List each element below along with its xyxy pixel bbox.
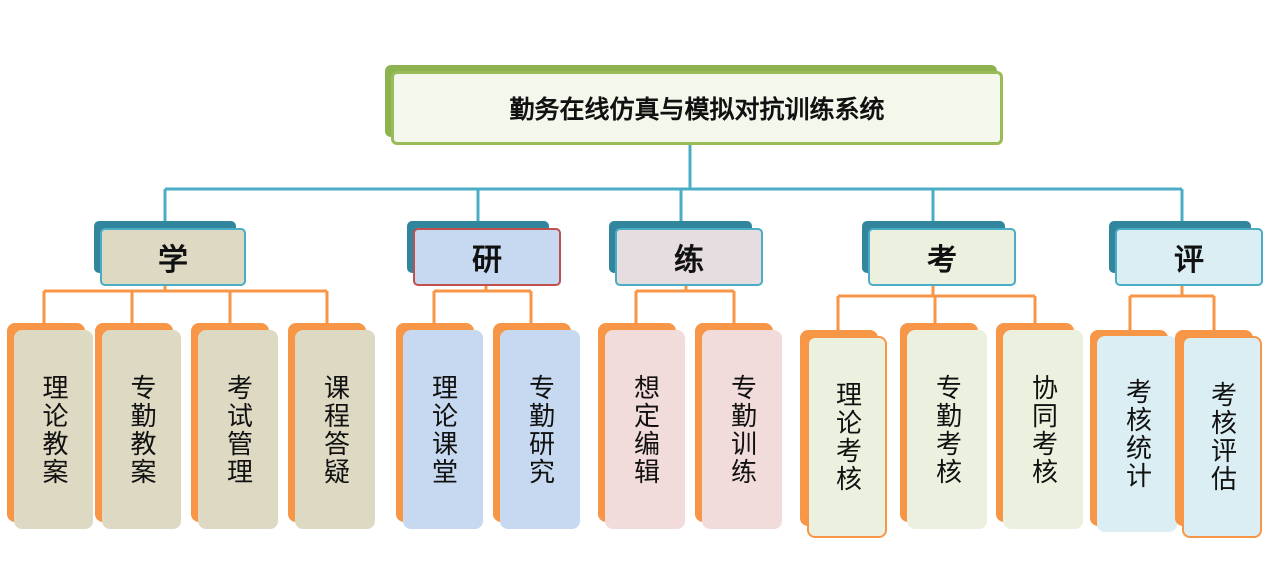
leaf-xue-3: 考试管理 (198, 330, 278, 529)
leaf-lian-2: 专勤训练 (702, 330, 782, 529)
leaf-kao-3-label: 协同考核 (1027, 373, 1058, 486)
leaf-ping-1-label: 考核统计 (1121, 378, 1152, 490)
leaf-kao-1: 理论考核 (807, 336, 887, 538)
category-lian: 练 (615, 228, 763, 286)
leaf-yan-2: 专勤研究 (500, 330, 580, 529)
leaf-xue-2-label: 专勤教案 (126, 373, 156, 486)
leaf-xue-2: 专勤教案 (102, 330, 181, 529)
leaf-xue-4-label: 课程答疑 (319, 373, 350, 486)
root-node: 勤务在线仿真与模拟对抗训练系统 (391, 71, 1003, 145)
leaf-yan-2-label: 专勤研究 (524, 373, 555, 486)
leaf-ping-2: 考核评估 (1182, 336, 1262, 538)
leaf-ping-2-label: 考核评估 (1206, 381, 1237, 493)
leaf-ping-1: 考核统计 (1097, 336, 1177, 532)
category-lian-label: 练 (674, 243, 704, 278)
leaf-lian-1: 想定编辑 (605, 330, 685, 529)
category-yan-label: 研 (472, 243, 502, 278)
leaf-yan-1: 理论课堂 (403, 330, 483, 529)
root-title: 勤务在线仿真与模拟对抗训练系统 (509, 95, 885, 124)
category-yan: 研 (413, 228, 561, 286)
category-xue-label: 学 (158, 243, 188, 278)
leaf-xue-4: 课程答疑 (295, 330, 375, 529)
category-ping-label: 评 (1174, 243, 1204, 278)
category-xue: 学 (100, 228, 246, 286)
leaf-lian-2-label: 专勤训练 (726, 373, 757, 486)
leaf-kao-2-label: 专勤考核 (931, 373, 962, 486)
leaf-kao-1-label: 理论考核 (831, 381, 862, 493)
leaf-xue-1: 理论教案 (14, 330, 93, 529)
category-kao: 考 (868, 228, 1016, 286)
leaf-lian-1-label: 想定编辑 (629, 373, 660, 486)
leaf-kao-3: 协同考核 (1003, 330, 1083, 529)
leaf-yan-1-label: 理论课堂 (427, 373, 458, 486)
category-kao-label: 考 (927, 243, 957, 278)
leaf-xue-3-label: 考试管理 (222, 373, 253, 486)
leaf-kao-2: 专勤考核 (907, 330, 987, 529)
category-ping: 评 (1115, 228, 1263, 286)
leaf-xue-1-label: 理论教案 (38, 373, 68, 486)
